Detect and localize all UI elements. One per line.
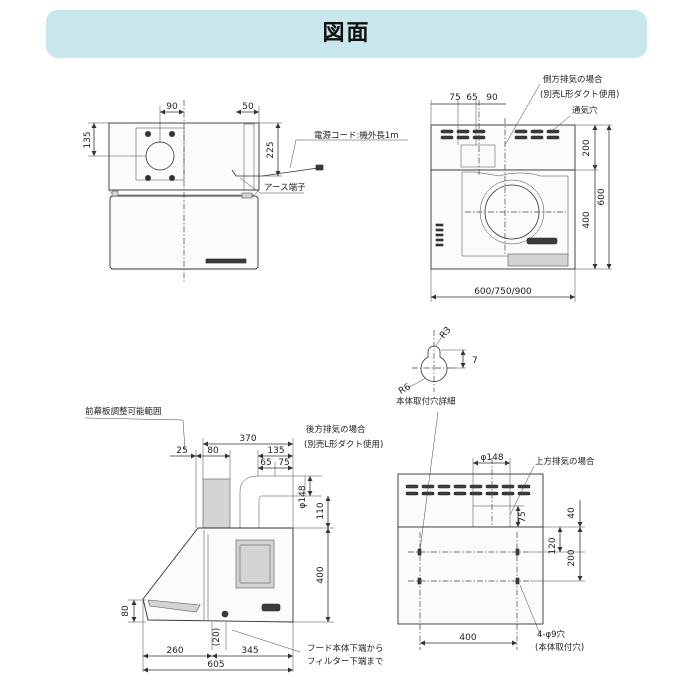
label-holes-2: (本体取付穴) (535, 642, 584, 653)
dim-top-225: 225 (266, 141, 276, 158)
dim-side-80b: 80 (121, 605, 131, 617)
dim-side-148: φ148 (298, 485, 308, 508)
dim-front-400: 400 (582, 211, 592, 228)
dim-back-200: 200 (567, 549, 577, 566)
dim-side-135: 135 (267, 446, 284, 456)
dim-top-135: 135 (83, 131, 93, 148)
side-vents (435, 223, 444, 247)
dim-back-120: 120 (548, 537, 558, 554)
dim-back-400: 400 (459, 633, 476, 643)
back-view-lower-body (397, 526, 544, 625)
dim-side-605: 605 (207, 660, 224, 670)
dim-side-260: 260 (166, 646, 183, 656)
dim-side-345: 345 (241, 646, 258, 656)
dim-side-75: 75 (278, 458, 289, 468)
dim-front-90: 90 (486, 93, 498, 103)
dim-side-20: (20) (212, 628, 222, 646)
label-side-exhaust-1: 側方排気の場合 (543, 74, 603, 85)
dim-back-75: 75 (518, 511, 528, 522)
side-view: 370 80 25 前幕板調整可能範囲 135 65 75 後方排気の場合 (別… (84, 406, 384, 673)
dim-side-370: 370 (239, 434, 256, 444)
dim-top-90: 90 (166, 102, 178, 112)
dim-front-65: 65 (466, 93, 477, 103)
label-front-panel: 前幕板調整可能範囲 (85, 406, 162, 417)
label-holes-1: 4-φ9穴 (537, 629, 565, 640)
label-top-exhaust: 上方排気の場合 (535, 456, 595, 467)
top-view-switch-panel (205, 258, 247, 264)
label-mount-detail: 本体取付穴詳細 (396, 396, 456, 407)
label-hood-bottom-1: フード本体下端から (307, 643, 384, 654)
dim-side-400: 400 (316, 566, 326, 583)
label-hood-bottom-2: フィルター下端まで (307, 656, 383, 667)
dim-front-600: 600 (597, 188, 607, 205)
mount-hole-detail: R3 7 R6 本体取付穴詳細 (396, 325, 478, 407)
label-earth-terminal: アース端子 (264, 182, 306, 193)
dim-front-width: 600/750/900 (474, 287, 532, 297)
side-view-duct (202, 478, 231, 530)
dim-side-110: 110 (316, 502, 326, 519)
front-view: 75 65 90 側方排気の場合 (別売L形ダクト使用) 通気穴 200 400… (430, 74, 619, 302)
label-vent-hole: 通気穴 (572, 105, 598, 116)
dim-det-r6: R6 (397, 382, 413, 397)
dim-front-75: 75 (449, 93, 460, 103)
label-rear-exhaust-2: (別売L形ダクト使用) (304, 439, 383, 450)
back-view: φ148 上方排気の場合 75 40 120 200 400 4-φ9穴 (本体… (397, 411, 595, 653)
power-cord (231, 167, 319, 177)
dim-side-65: 65 (260, 458, 271, 468)
dim-side-25: 25 (176, 446, 187, 456)
dim-back-40: 40 (567, 507, 577, 519)
dim-front-200: 200 (582, 139, 592, 156)
side-view-fan-motor (235, 539, 275, 589)
label-rear-exhaust-1: 後方排気の場合 (306, 424, 366, 435)
page-title: 図面 (322, 21, 371, 46)
vent-holes-back (405, 484, 531, 496)
dim-side-80: 80 (207, 446, 219, 456)
dim-back-148: φ148 (480, 453, 503, 463)
label-power-cord: 電源コード:機外長1m (314, 130, 399, 141)
top-view: 90 50 135 225 電源コード:機外長1m アース端子 (83, 100, 408, 282)
dim-det-7: 7 (472, 356, 478, 366)
dim-top-50: 50 (242, 102, 254, 112)
side-view-l-duct (239, 475, 306, 529)
label-side-exhaust-2: (別売L形ダクト使用) (540, 89, 619, 100)
title-banner: 図面 (46, 10, 647, 58)
